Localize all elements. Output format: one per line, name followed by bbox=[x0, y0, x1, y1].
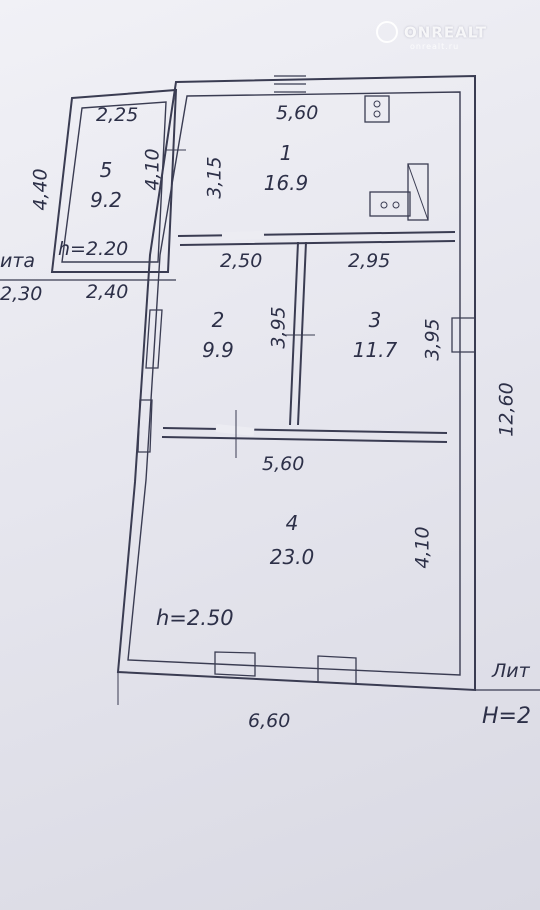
watermark-circle-icon bbox=[376, 21, 398, 43]
dim-room5-width: 2,25 bbox=[96, 104, 139, 126]
watermark-brand: ONREALT bbox=[404, 23, 488, 42]
stove-bottom bbox=[369, 191, 411, 217]
dim-room1-height: 3,15 bbox=[203, 156, 226, 199]
room-4-area: 23.0 bbox=[269, 545, 315, 569]
annex-inner-wall bbox=[61, 101, 167, 263]
window-bottom-2 bbox=[317, 655, 357, 685]
window-bottom-1 bbox=[214, 651, 256, 677]
window-right bbox=[451, 317, 476, 353]
wall-2-3 bbox=[289, 241, 307, 426]
outer-wall bbox=[116, 74, 476, 692]
dim-room5-height-outer: 4,40 bbox=[29, 168, 52, 211]
dim-room2-height: 3,95 bbox=[267, 306, 290, 349]
watermark-logo: ONREALT bbox=[376, 21, 488, 44]
room-1-area: 16.9 bbox=[263, 171, 309, 195]
wall-3-4 bbox=[161, 427, 448, 443]
dim-room3-height: 3,95 bbox=[421, 318, 444, 361]
inner-wall-offset bbox=[127, 91, 461, 676]
room-5-area: 9.2 bbox=[90, 188, 122, 212]
dim-room4-height: 4,10 bbox=[411, 526, 434, 569]
dim-room4-width: 5,60 bbox=[262, 453, 305, 475]
edge-right-height: Н=2 bbox=[482, 704, 531, 729]
stove-top bbox=[364, 95, 390, 123]
dim-overall-width: 6,60 bbox=[248, 710, 291, 732]
edge-left-word: ита bbox=[0, 250, 36, 272]
room-2-area: 9.9 bbox=[202, 338, 234, 362]
annex-wall bbox=[50, 88, 178, 273]
window-left-2 bbox=[137, 399, 153, 453]
dim-room2-width: 2,50 bbox=[220, 250, 263, 272]
door-1-2 bbox=[221, 231, 265, 240]
room-3-number: 3 bbox=[368, 308, 382, 332]
dim-room5-height-inner: 4,10 bbox=[141, 148, 164, 191]
room-4-number: 4 bbox=[285, 511, 299, 535]
dim-left-1: 2,30 bbox=[0, 283, 43, 305]
room-3-area: 11.7 bbox=[352, 338, 398, 362]
room-5-number: 5 bbox=[99, 158, 113, 182]
dim-room3-width: 2,95 bbox=[348, 250, 391, 272]
dim-overall-length: 12,60 bbox=[495, 382, 518, 437]
room-1-number: 1 bbox=[279, 141, 293, 165]
edge-right-word: Лит bbox=[492, 660, 530, 682]
window-left-1 bbox=[145, 309, 163, 369]
dim-left-2: 2,40 bbox=[86, 281, 129, 303]
dim-room1-width: 5,60 bbox=[276, 102, 319, 124]
height-annex: h=2.20 bbox=[58, 238, 129, 260]
window-top bbox=[274, 75, 306, 93]
height-main: h=2.50 bbox=[156, 606, 234, 630]
chimney bbox=[407, 163, 429, 221]
watermark-subtitle: onrealt.ru bbox=[410, 42, 460, 51]
wall-1-2 bbox=[177, 231, 456, 246]
room-2-number: 2 bbox=[211, 308, 225, 332]
door-2-4 bbox=[215, 424, 255, 436]
